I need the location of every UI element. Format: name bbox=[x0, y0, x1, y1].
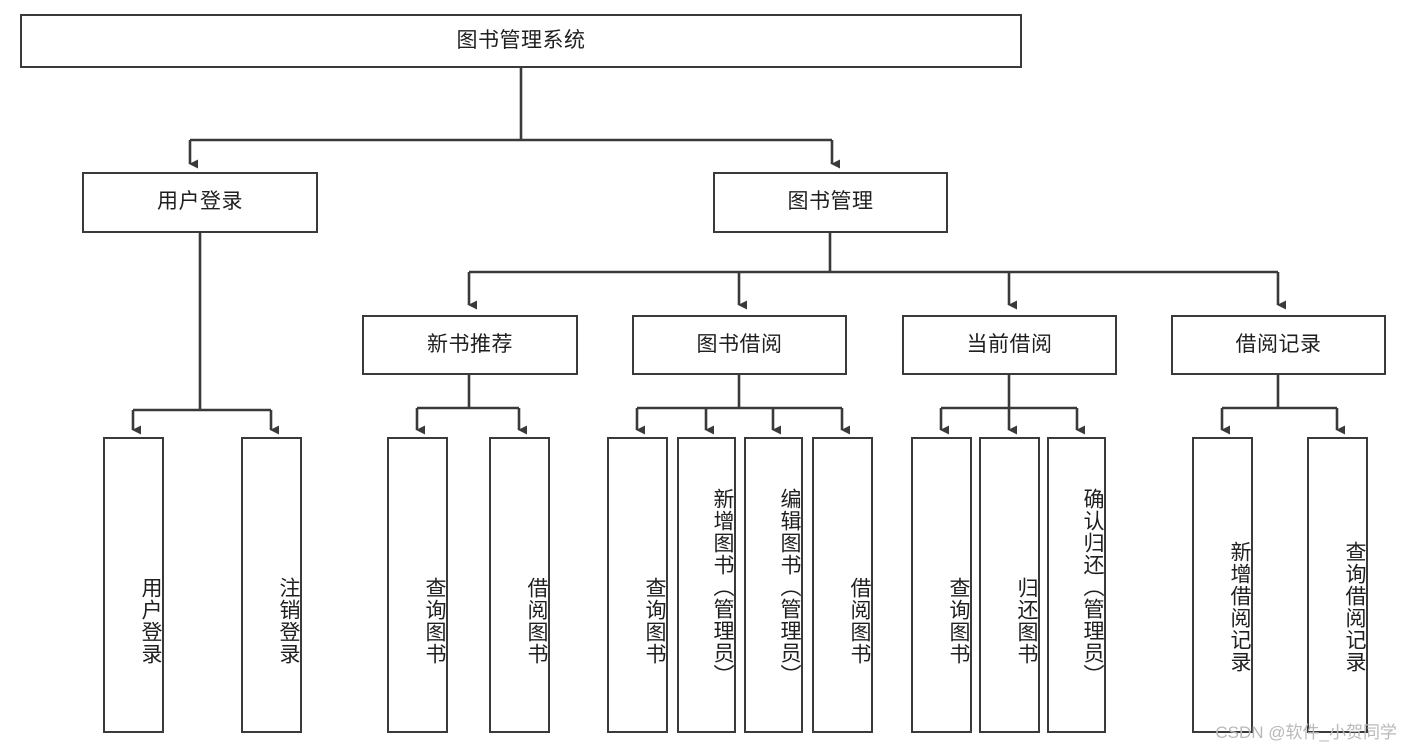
node-leaf-borrow-book-2-label: 借阅图书 bbox=[848, 577, 871, 665]
node-book-manage[interactable]: 图书管理 bbox=[713, 172, 948, 233]
node-current-borrow-label: 当前借阅 bbox=[966, 332, 1053, 356]
node-leaf-confirm-return-label: 确认归还（管理员） bbox=[1081, 488, 1104, 686]
node-new-book-rec[interactable]: 新书推荐 bbox=[362, 315, 578, 375]
node-leaf-query-book-3[interactable]: 查询图书 bbox=[911, 437, 972, 733]
node-leaf-add-record[interactable]: 新增借阅记录 bbox=[1192, 437, 1253, 733]
node-leaf-user-login-label: 用户登录 bbox=[139, 577, 162, 665]
node-leaf-query-book-2-label: 查询图书 bbox=[643, 577, 666, 665]
node-user-login[interactable]: 用户登录 bbox=[82, 172, 318, 233]
node-book-borrow-label: 图书借阅 bbox=[696, 332, 783, 356]
node-leaf-query-book-1[interactable]: 查询图书 bbox=[387, 437, 448, 733]
node-leaf-add-book[interactable]: 新增图书（管理员） bbox=[677, 437, 736, 733]
node-new-book-rec-label: 新书推荐 bbox=[427, 332, 513, 356]
node-leaf-logout[interactable]: 注销登录 bbox=[241, 437, 302, 733]
node-borrow-record[interactable]: 借阅记录 bbox=[1171, 315, 1386, 375]
node-leaf-query-record[interactable]: 查询借阅记录 bbox=[1307, 437, 1368, 733]
node-leaf-return-book-label: 归还图书 bbox=[1015, 577, 1038, 665]
node-leaf-borrow-book-1-label: 借阅图书 bbox=[525, 577, 548, 665]
watermark: CSDN @软件_小贺同学 bbox=[1215, 723, 1397, 742]
node-leaf-add-book-label: 新增图书（管理员） bbox=[711, 488, 734, 686]
node-leaf-query-book-1-label: 查询图书 bbox=[423, 577, 446, 665]
node-leaf-add-record-label: 新增借阅记录 bbox=[1228, 541, 1251, 673]
node-user-login-label: 用户登录 bbox=[157, 190, 243, 214]
node-leaf-edit-book-label: 编辑图书（管理员） bbox=[778, 488, 801, 686]
node-leaf-confirm-return[interactable]: 确认归还（管理员） bbox=[1047, 437, 1106, 733]
node-leaf-user-login[interactable]: 用户登录 bbox=[103, 437, 164, 733]
node-borrow-record-label: 借阅记录 bbox=[1235, 332, 1322, 356]
node-leaf-borrow-book-2[interactable]: 借阅图书 bbox=[812, 437, 873, 733]
node-leaf-query-book-2[interactable]: 查询图书 bbox=[607, 437, 668, 733]
node-book-borrow[interactable]: 图书借阅 bbox=[632, 315, 847, 375]
node-root-label: 图书管理系统 bbox=[456, 28, 586, 52]
node-leaf-return-book[interactable]: 归还图书 bbox=[979, 437, 1040, 733]
node-leaf-edit-book[interactable]: 编辑图书（管理员） bbox=[744, 437, 803, 733]
node-leaf-logout-label: 注销登录 bbox=[277, 577, 300, 665]
node-leaf-query-record-label: 查询借阅记录 bbox=[1343, 541, 1366, 673]
node-book-manage-label: 图书管理 bbox=[787, 190, 874, 214]
node-leaf-borrow-book-1[interactable]: 借阅图书 bbox=[489, 437, 550, 733]
node-current-borrow[interactable]: 当前借阅 bbox=[902, 315, 1117, 375]
node-root[interactable]: 图书管理系统 bbox=[20, 14, 1022, 68]
node-leaf-query-book-3-label: 查询图书 bbox=[947, 577, 970, 665]
